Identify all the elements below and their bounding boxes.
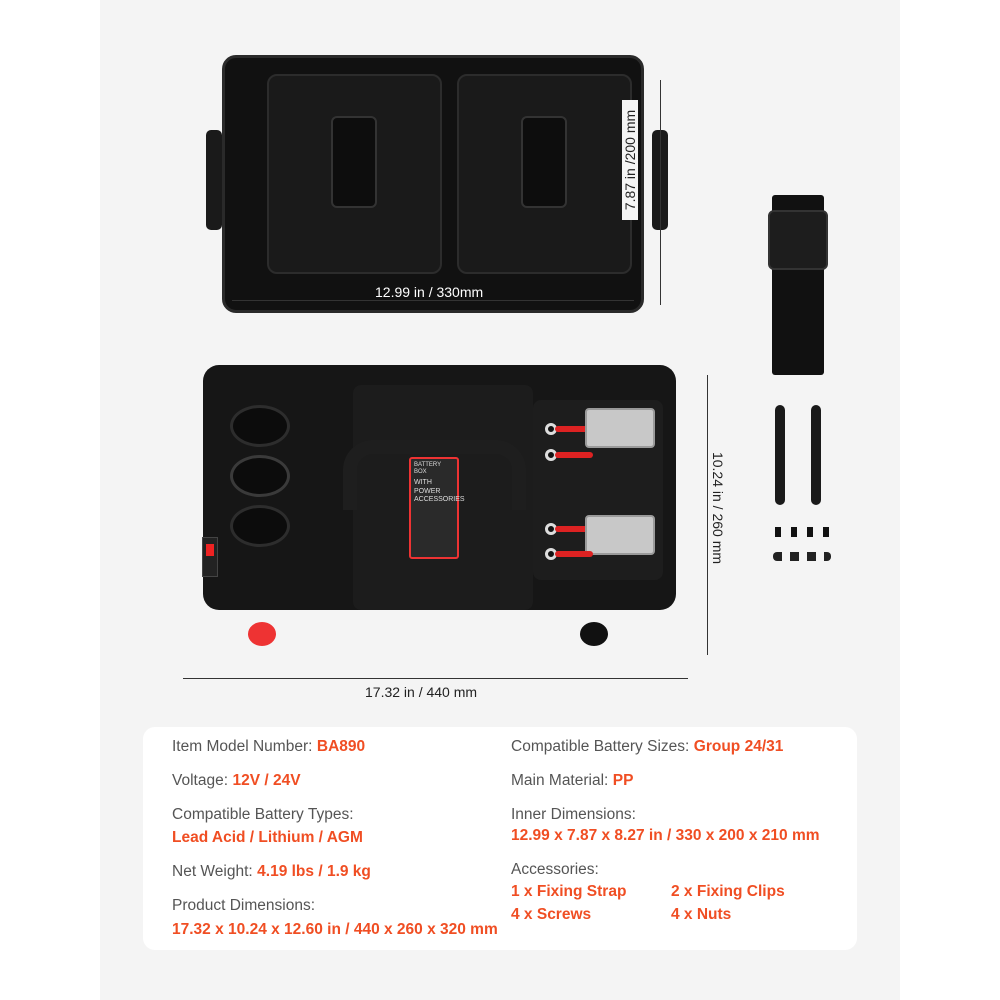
screws-image: [775, 527, 831, 537]
spec-text: Group 24/31: [693, 738, 784, 755]
spec-text: 1 x Fixing Strap: [511, 883, 627, 900]
negative-terminal: [580, 622, 608, 646]
nuts-image: [773, 552, 831, 561]
spec-text: WITH POWER ACCESSORIES: [414, 479, 465, 504]
tray-width-line: [232, 300, 634, 301]
carry-handle: [343, 440, 526, 510]
voltmeter: [230, 455, 290, 497]
box-width-label: 17.32 in / 440 mm: [365, 684, 478, 700]
box-height-line: [707, 375, 708, 655]
spec-text: Net Weight:: [172, 863, 253, 880]
spec-text: 4 x Screws: [511, 906, 592, 923]
spec-text: Compatible Battery Types:: [172, 806, 354, 823]
usb-socket: [230, 505, 290, 547]
anderson-connector: [585, 408, 655, 448]
fixing-clip-image: [775, 405, 785, 505]
power-switch: [202, 537, 218, 577]
spec-text: Main Material:: [511, 772, 609, 789]
spec-text: 12.99 x 7.87 x 8.27 in / 330 x 200 x 210…: [511, 827, 820, 844]
spec-text: 12V / 24V: [232, 772, 301, 789]
spec-text: Inner Dimensions:: [511, 806, 636, 823]
anderson-connector: [585, 515, 655, 555]
box-width-line: [183, 678, 688, 679]
spec-text: BATTERY BOX: [414, 462, 442, 476]
spec-text: 4.19 lbs / 1.9 kg: [257, 863, 371, 880]
spec-text: Product Dimensions:: [172, 897, 316, 914]
box-height-label: 10.24 in / 260 mm: [710, 438, 726, 578]
positive-terminal: [248, 622, 276, 646]
spec-text: 2 x Fixing Clips: [671, 883, 785, 900]
cigarette-socket: [230, 405, 290, 447]
spec-text: 4 x Nuts: [671, 906, 732, 923]
spec-text: Item Model Number:: [172, 738, 313, 755]
fixing-clip-image: [811, 405, 821, 505]
tray-depth-line: [660, 80, 661, 305]
spec-text: Compatible Battery Sizes:: [511, 738, 690, 755]
product-label: BATTERY BOX WITH POWER ACCESSORIES: [409, 457, 465, 559]
tray-handle-left: [206, 130, 222, 230]
spec-text: BA890: [316, 738, 366, 755]
tray-width-label: 12.99 in / 330mm: [372, 284, 487, 300]
spec-text: Voltage:: [172, 772, 229, 789]
fixing-strap-image: [768, 195, 828, 375]
spec-text: Lead Acid / Lithium / AGM: [172, 829, 363, 846]
tray-depth-label: 7.87 in /200 mm: [622, 100, 638, 220]
spec-text: PP: [612, 772, 634, 789]
spec-card: Item Model Number: BA890 Voltage: 12V / …: [143, 727, 857, 950]
spec-text: Accessories:: [511, 861, 599, 878]
spec-text: 17.32 x 10.24 x 12.60 in / 440 x 260 x 3…: [172, 921, 498, 938]
